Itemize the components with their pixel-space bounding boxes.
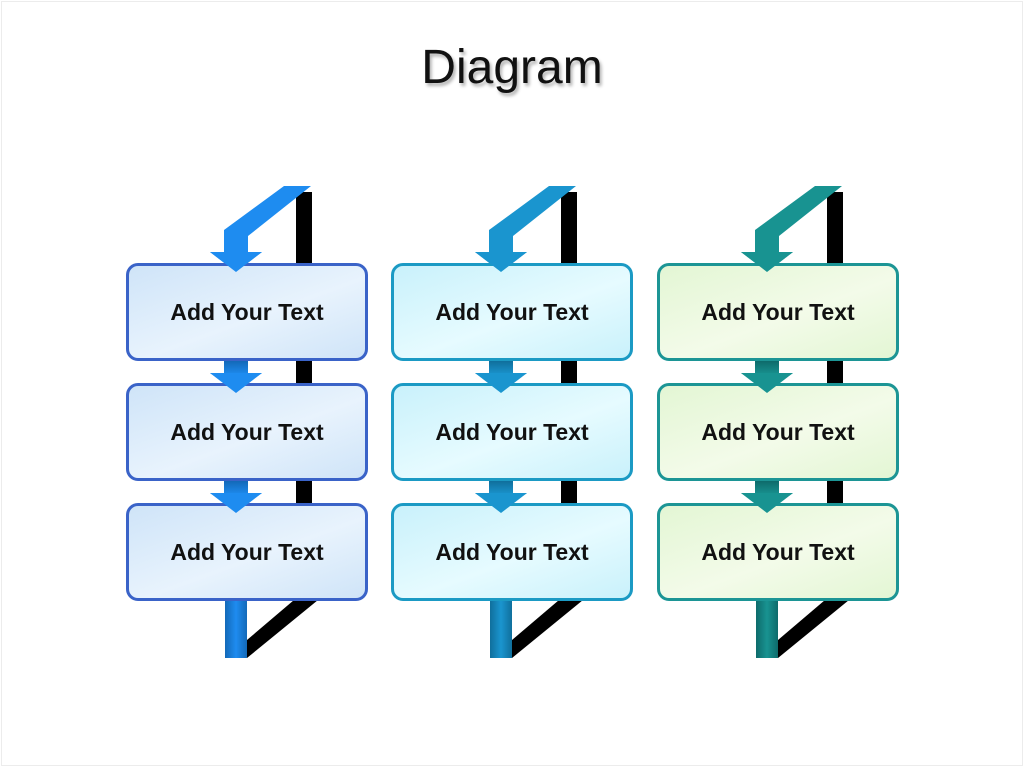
- text-box-label: Add Your Text: [701, 298, 855, 325]
- connector-arrow-stem: [489, 481, 513, 495]
- base-stem: [225, 600, 247, 658]
- entry-arrow-shaft: [755, 186, 842, 252]
- entry-arrow-shaft: [489, 186, 576, 252]
- entry-arrow-shaft: [224, 186, 311, 252]
- connector-arrow-stem: [489, 361, 513, 375]
- text-box[interactable]: Add Your Text: [657, 263, 899, 361]
- connector-arrow-stem: [755, 481, 779, 495]
- text-box[interactable]: Add Your Text: [126, 503, 368, 601]
- text-box[interactable]: Add Your Text: [657, 503, 899, 601]
- base-stem: [756, 600, 778, 658]
- text-box[interactable]: Add Your Text: [391, 503, 633, 601]
- text-box-label: Add Your Text: [170, 538, 324, 565]
- text-box[interactable]: Add Your Text: [126, 383, 368, 481]
- connector-arrow-stem: [224, 481, 248, 495]
- connector-arrow-stem: [755, 361, 779, 375]
- base-stem: [490, 600, 512, 658]
- text-box[interactable]: Add Your Text: [391, 383, 633, 481]
- text-box[interactable]: Add Your Text: [657, 383, 899, 481]
- connector-arrow-stem: [224, 361, 248, 375]
- text-box-label: Add Your Text: [701, 418, 855, 445]
- text-box[interactable]: Add Your Text: [391, 263, 633, 361]
- slide-title: Diagram: [421, 41, 603, 94]
- text-box-label: Add Your Text: [170, 418, 324, 445]
- support-brace: [247, 600, 318, 658]
- support-brace: [512, 600, 583, 658]
- text-box-label: Add Your Text: [170, 298, 324, 325]
- text-box-label: Add Your Text: [435, 418, 589, 445]
- text-box[interactable]: Add Your Text: [126, 263, 368, 361]
- text-box-label: Add Your Text: [435, 538, 589, 565]
- text-box-label: Add Your Text: [435, 298, 589, 325]
- support-brace: [778, 600, 849, 658]
- text-box-label: Add Your Text: [701, 538, 855, 565]
